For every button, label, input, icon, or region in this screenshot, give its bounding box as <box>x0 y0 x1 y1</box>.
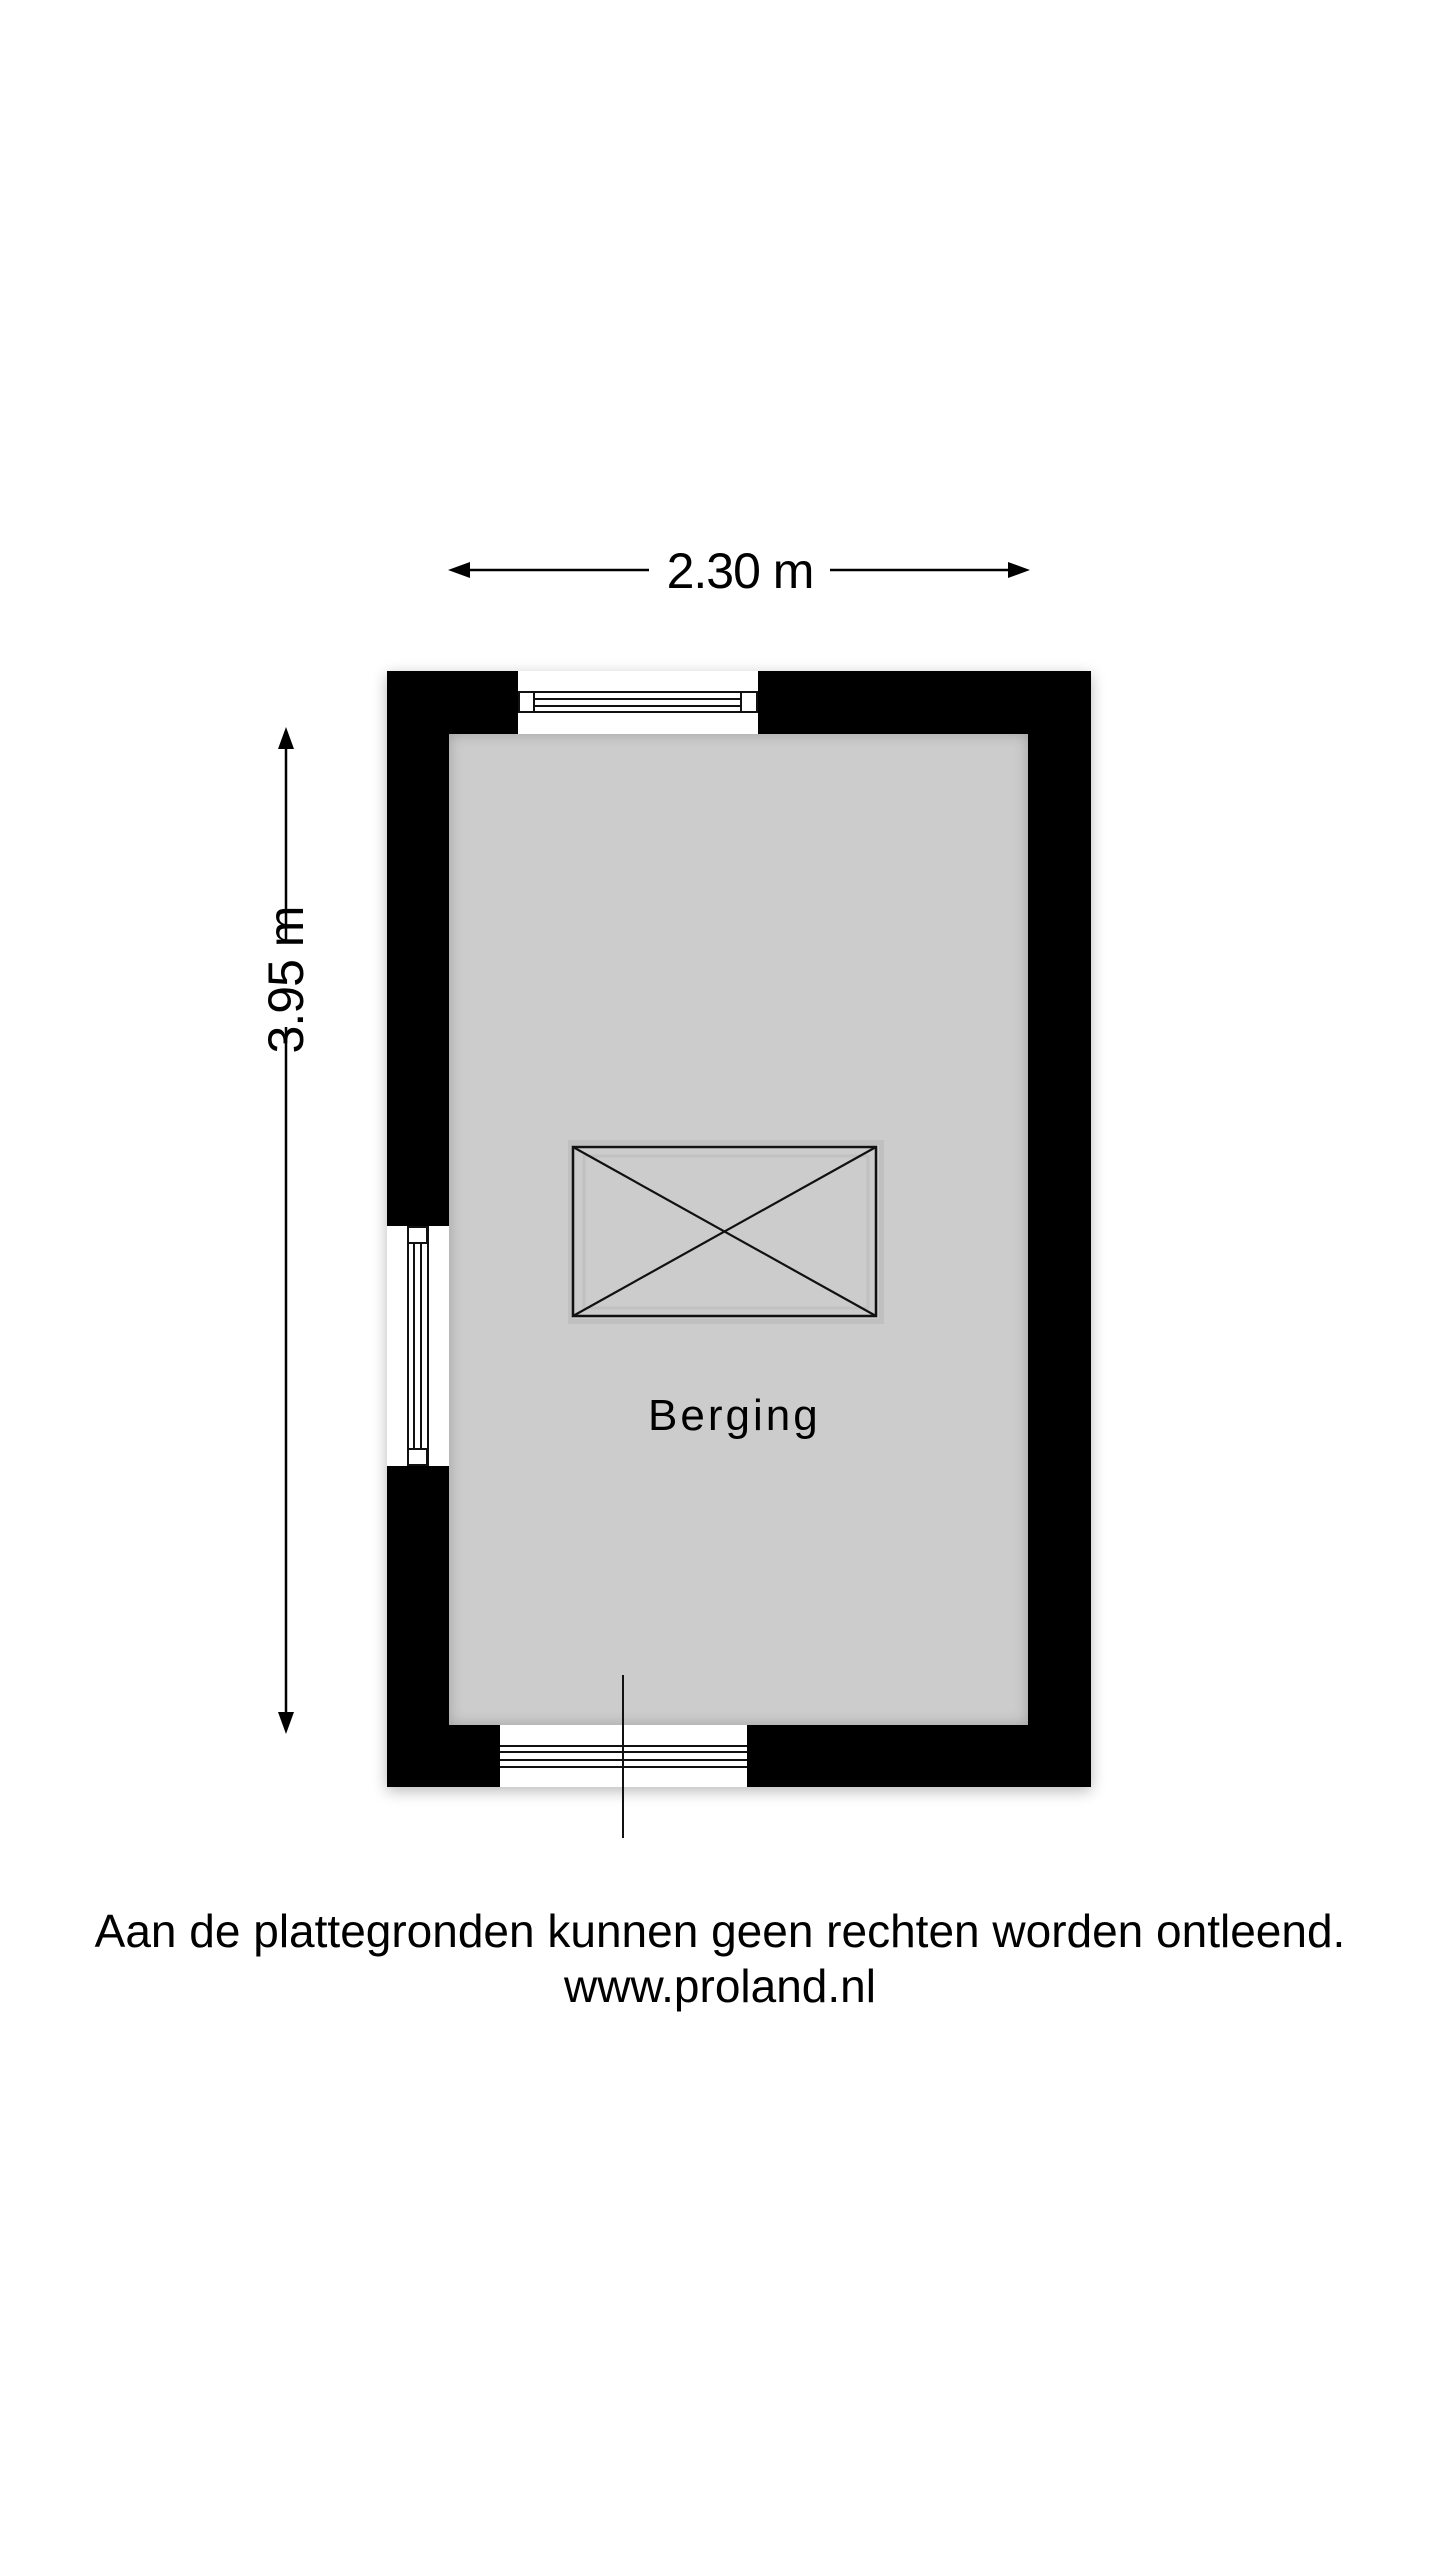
room-label: Berging <box>648 1391 821 1440</box>
wall-right <box>1028 671 1091 1787</box>
depth-label: 3.95 m <box>258 906 314 1054</box>
width-label: 2.30 m <box>666 543 815 599</box>
skylight-icon <box>568 1140 884 1324</box>
disclaimer-text: Aan de plattegronden kunnen geen rechten… <box>94 1905 1346 1957</box>
website-link[interactable]: www.proland.nl <box>564 1960 876 2012</box>
depth-dimension-arrow-icon <box>278 727 294 1734</box>
marker-line <box>622 1675 624 1838</box>
width-dimension-arrow-icon <box>448 562 1030 578</box>
room-floor <box>449 734 1028 1725</box>
